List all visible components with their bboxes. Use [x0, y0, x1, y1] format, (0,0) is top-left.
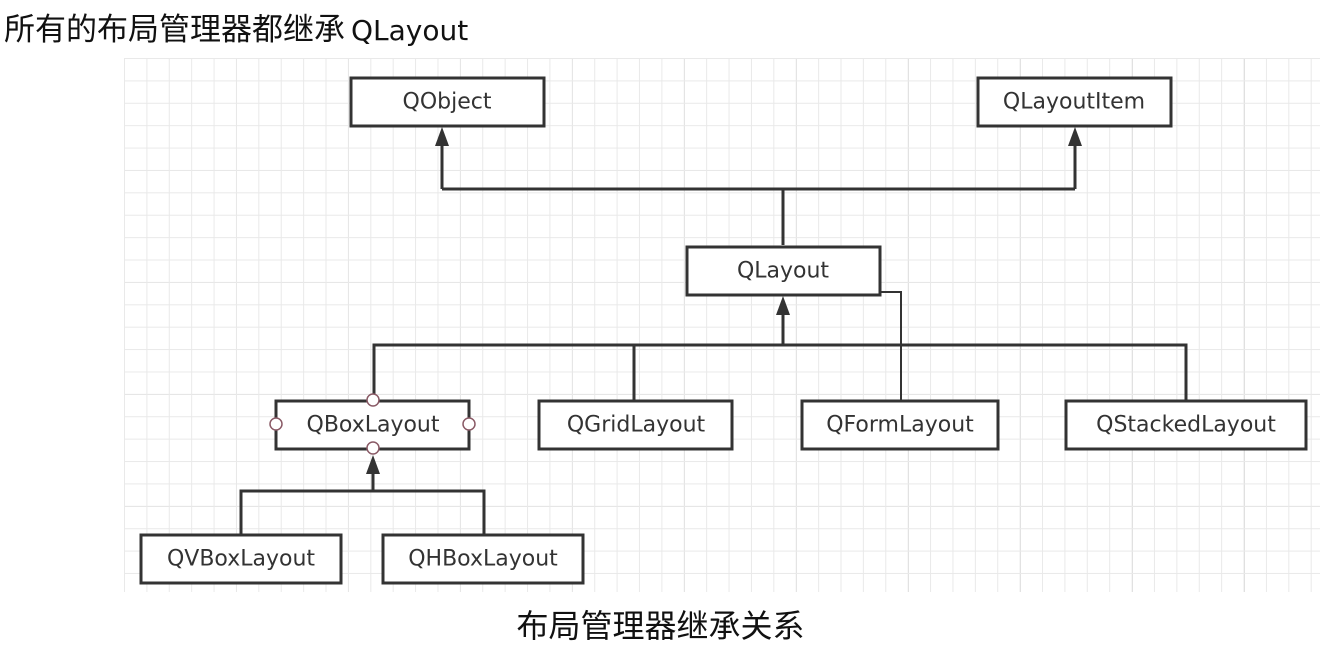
node-label-qformlayout: QFormLayout — [826, 413, 974, 438]
arrow-to-qlayoutitem — [1068, 127, 1082, 146]
selection-handle-right[interactable] — [462, 417, 476, 431]
node-qlayoutitem: QLayoutItem — [976, 76, 1173, 128]
heading-cn: 所有的布局管理器都继承 — [4, 12, 345, 48]
edge-children-to-qboxlayout — [239, 470, 486, 535]
node-qobject: QObject — [349, 76, 546, 128]
arrow-to-qboxlayout — [366, 455, 380, 474]
arrow-to-qlayout — [776, 296, 790, 315]
node-qhboxlayout: QHBoxLayout — [381, 533, 585, 585]
node-label-qstackedlayout: QStackedLayout — [1096, 413, 1276, 438]
heading-en: QLayout — [351, 14, 469, 47]
node-label-qboxlayout: QBoxLayout — [307, 413, 440, 438]
node-label-qgridlayout: QGridLayout — [567, 413, 706, 438]
diagram-canvas — [124, 58, 1320, 592]
node-qvboxlayout: QVBoxLayout — [139, 533, 343, 585]
arrow-to-qobject — [435, 127, 449, 146]
edge-qlayout-to-parents — [440, 143, 1077, 245]
node-label-qvboxlayout: QVBoxLayout — [167, 547, 315, 572]
selection-handle-bottom[interactable] — [366, 441, 380, 455]
node-label-qlayout: QLayout — [737, 259, 829, 284]
node-qgridlayout: QGridLayout — [537, 399, 734, 451]
node-label-qlayoutitem: QLayoutItem — [1003, 90, 1145, 115]
node-qformlayout: QFormLayout — [800, 399, 1000, 451]
selection-handle-left[interactable] — [269, 417, 283, 431]
node-label-qhboxlayout: QHBoxLayout — [408, 547, 558, 572]
edge-children-to-qlayout — [372, 312, 1188, 402]
diagram-caption: 布局管理器继承关系 — [516, 607, 805, 645]
node-qlayout: QLayout — [685, 245, 882, 297]
node-qstackedlayout: QStackedLayout — [1064, 399, 1308, 451]
node-label-qobject: QObject — [403, 90, 492, 115]
selection-handle-top[interactable] — [366, 393, 380, 407]
edge-qformlayout-to-qlayout — [878, 291, 902, 402]
